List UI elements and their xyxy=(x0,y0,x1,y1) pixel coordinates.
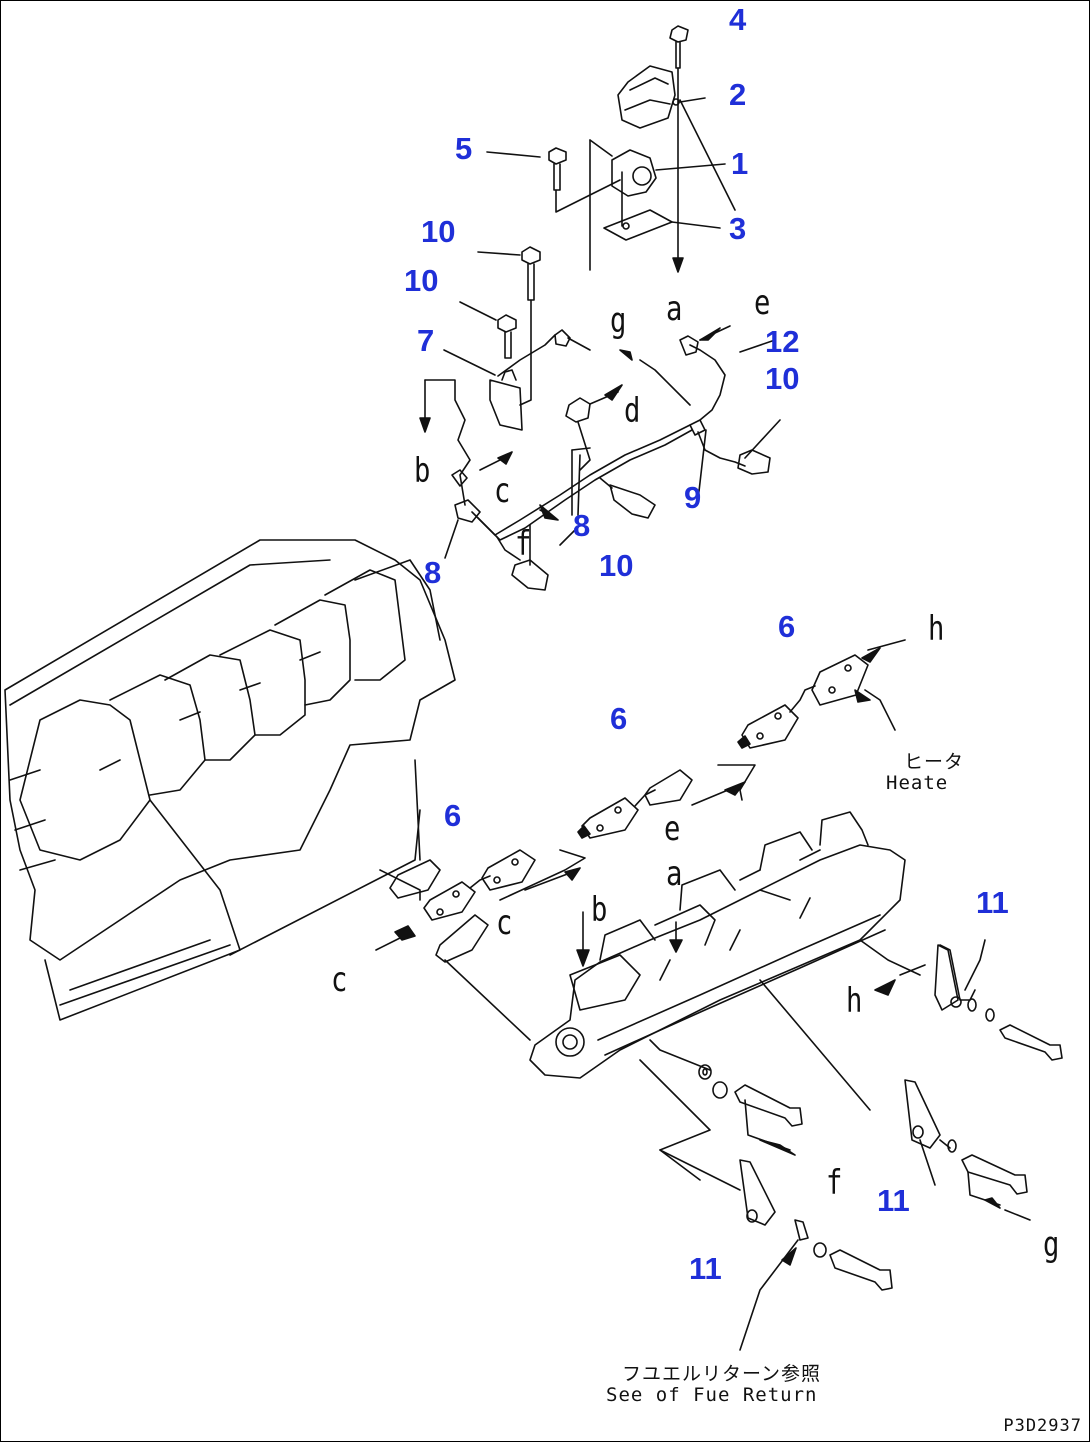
ref-letter-c: c xyxy=(496,903,513,943)
heater-note: ヒータ Heate xyxy=(886,752,964,794)
callout-11: 11 xyxy=(976,885,1009,920)
ref-letter-a: a xyxy=(666,854,683,894)
fuel-return-note-en: See of Fue Return xyxy=(606,1383,818,1406)
ref-letter-h: h xyxy=(928,609,945,649)
ref-letter-g: g xyxy=(1043,1225,1060,1265)
callout-12: 12 xyxy=(765,324,800,359)
ref-letter-b: b xyxy=(414,451,431,491)
ref-letter-b: b xyxy=(591,890,608,930)
callout-6: 6 xyxy=(610,701,628,736)
ref-letter-g: g xyxy=(610,301,627,341)
callout-5: 5 xyxy=(455,131,473,166)
ref-letter-h: h xyxy=(846,981,863,1021)
intake-manifold xyxy=(529,811,921,1181)
callout-9: 9 xyxy=(684,480,702,515)
ref-letter-f: f xyxy=(826,1163,843,1203)
callout-10: 10 xyxy=(765,361,800,396)
callout-8: 8 xyxy=(424,555,442,590)
ref-letter-c: c xyxy=(331,960,348,1000)
ref-letter-e: e xyxy=(754,283,771,323)
fuel-return-note-jp: フユエルリターン参照 xyxy=(622,1363,822,1385)
heater-note-jp: ヒータ xyxy=(904,751,965,773)
fuel-return-note: フユエルリターン参照 See of Fue Return xyxy=(606,1364,821,1406)
callout-11: 11 xyxy=(877,1183,910,1218)
mounting-brackets xyxy=(659,939,1063,1351)
ref-letter-c: c xyxy=(494,471,511,511)
leader-lines xyxy=(679,99,791,901)
callout-4: 4 xyxy=(729,2,747,37)
callout-2: 2 xyxy=(729,77,747,112)
callout-6: 6 xyxy=(444,798,462,833)
ref-letter-d: d xyxy=(624,391,641,431)
callout-6: 6 xyxy=(778,609,796,644)
callout-7: 7 xyxy=(417,323,435,358)
callout-10: 10 xyxy=(599,548,634,583)
figure-id: P3D2937 xyxy=(1003,1416,1082,1436)
ref-letter-e: e xyxy=(664,809,681,849)
callout-10: 10 xyxy=(404,263,439,298)
callout-1: 1 xyxy=(731,146,749,181)
heater-note-en: Heate xyxy=(886,771,949,794)
ref-letter-a: a xyxy=(666,289,683,329)
engine-block xyxy=(4,539,456,1021)
callout-11: 11 xyxy=(689,1251,722,1286)
callout-3: 3 xyxy=(729,211,747,246)
ref-letter-f: f xyxy=(515,524,532,564)
clamp-assembly xyxy=(486,25,726,273)
heater-gaskets xyxy=(375,639,906,1041)
harness-assembly xyxy=(419,246,781,591)
callout-10: 10 xyxy=(421,214,456,249)
callout-8: 8 xyxy=(573,508,591,543)
